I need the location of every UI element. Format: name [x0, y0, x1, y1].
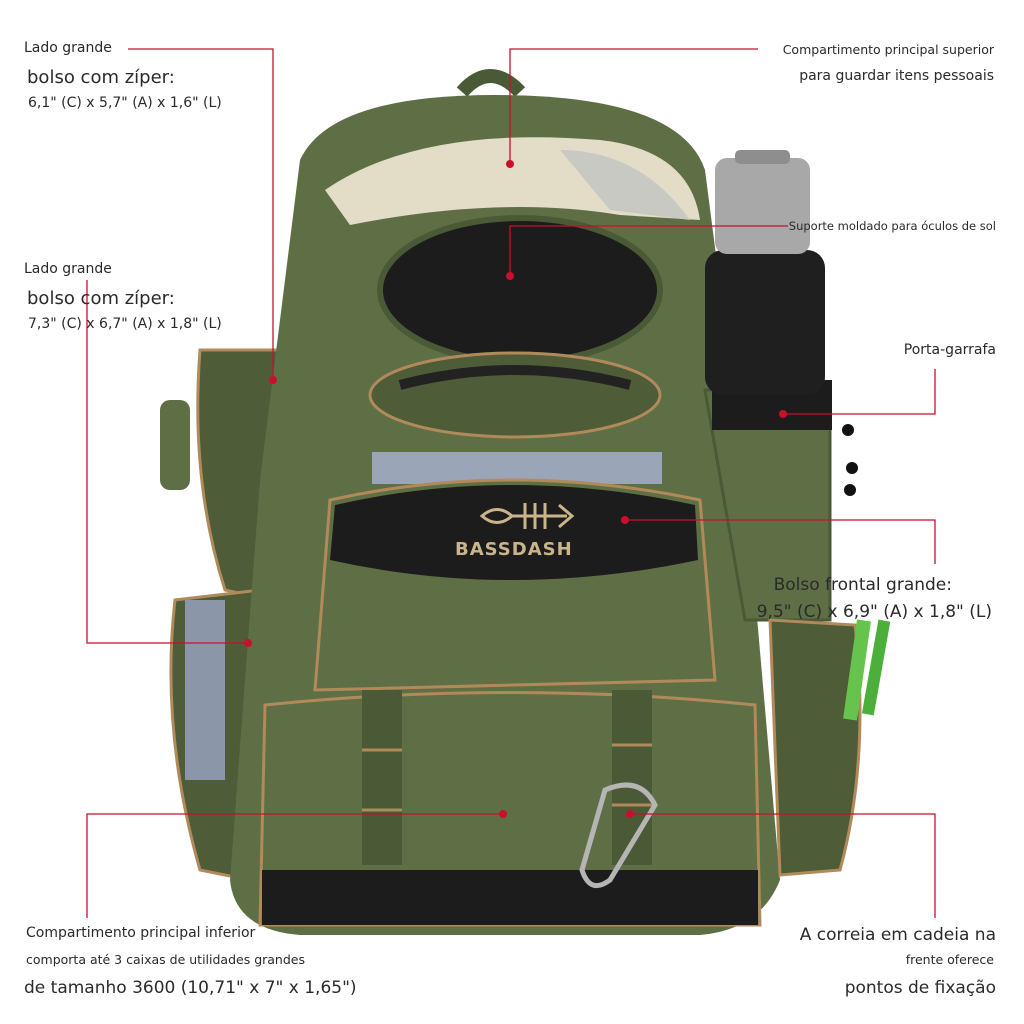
callout-bottom-left-line3: de tamanho 3600 (10,71" x 7" x 1,65"): [24, 978, 357, 998]
callout-top-left-line2: bolso com zíper:: [27, 67, 175, 88]
bottle-body: [705, 250, 825, 395]
callout-bottom-right-line2: frente oferece: [905, 952, 994, 967]
callout-top-right-line1: Compartimento principal superior: [782, 42, 994, 57]
callout-bottle: Porta-garrafa: [903, 342, 996, 358]
fish-skeleton-icon: [479, 503, 575, 529]
callout-top-right-line2: para guardar itens pessoais: [799, 68, 994, 84]
bassdash-logo: BASSDASH: [455, 497, 605, 567]
strap-left: [362, 690, 402, 865]
callout-bottom-right-line3: pontos de fixação: [844, 978, 996, 998]
top-handle: [456, 69, 526, 98]
bottom-black-band: [262, 870, 758, 925]
callout-front-pocket-line2: 9,5" (C) x 6,9" (A) x 1,8" (L): [756, 602, 992, 622]
callout-front-pocket-line1: Bolso frontal grande:: [773, 575, 952, 595]
callout-mid-left-line2: bolso com zíper:: [27, 288, 175, 309]
bottle-cap: [715, 158, 810, 254]
callout-top-left-line3: 6,1" (C) x 5,7" (A) x 1,6" (L): [28, 95, 222, 111]
sunglasses-holder: [377, 215, 663, 365]
right-side-pocket: [768, 618, 862, 877]
left-loop: [160, 400, 190, 490]
callout-bottom-right-line1: A correia em cadeia na: [799, 925, 996, 945]
callout-mid-left-line3: 7,3" (C) x 6,7" (A) x 1,8" (L): [28, 316, 222, 332]
callout-top-left-line1: Lado grande: [24, 40, 112, 56]
brand-name: BASSDASH: [455, 539, 573, 560]
front-pocket-black-band: [330, 485, 698, 580]
callout-bottom-left-line2: comporta até 3 caixas de utilidades gran…: [26, 952, 305, 967]
callout-sunglasses: Suporte moldado para óculos de sol: [788, 219, 996, 233]
callout-mid-left-line1: Lado grande: [24, 261, 112, 277]
callout-bottom-left-line1: Compartimento principal inferior: [26, 925, 256, 941]
